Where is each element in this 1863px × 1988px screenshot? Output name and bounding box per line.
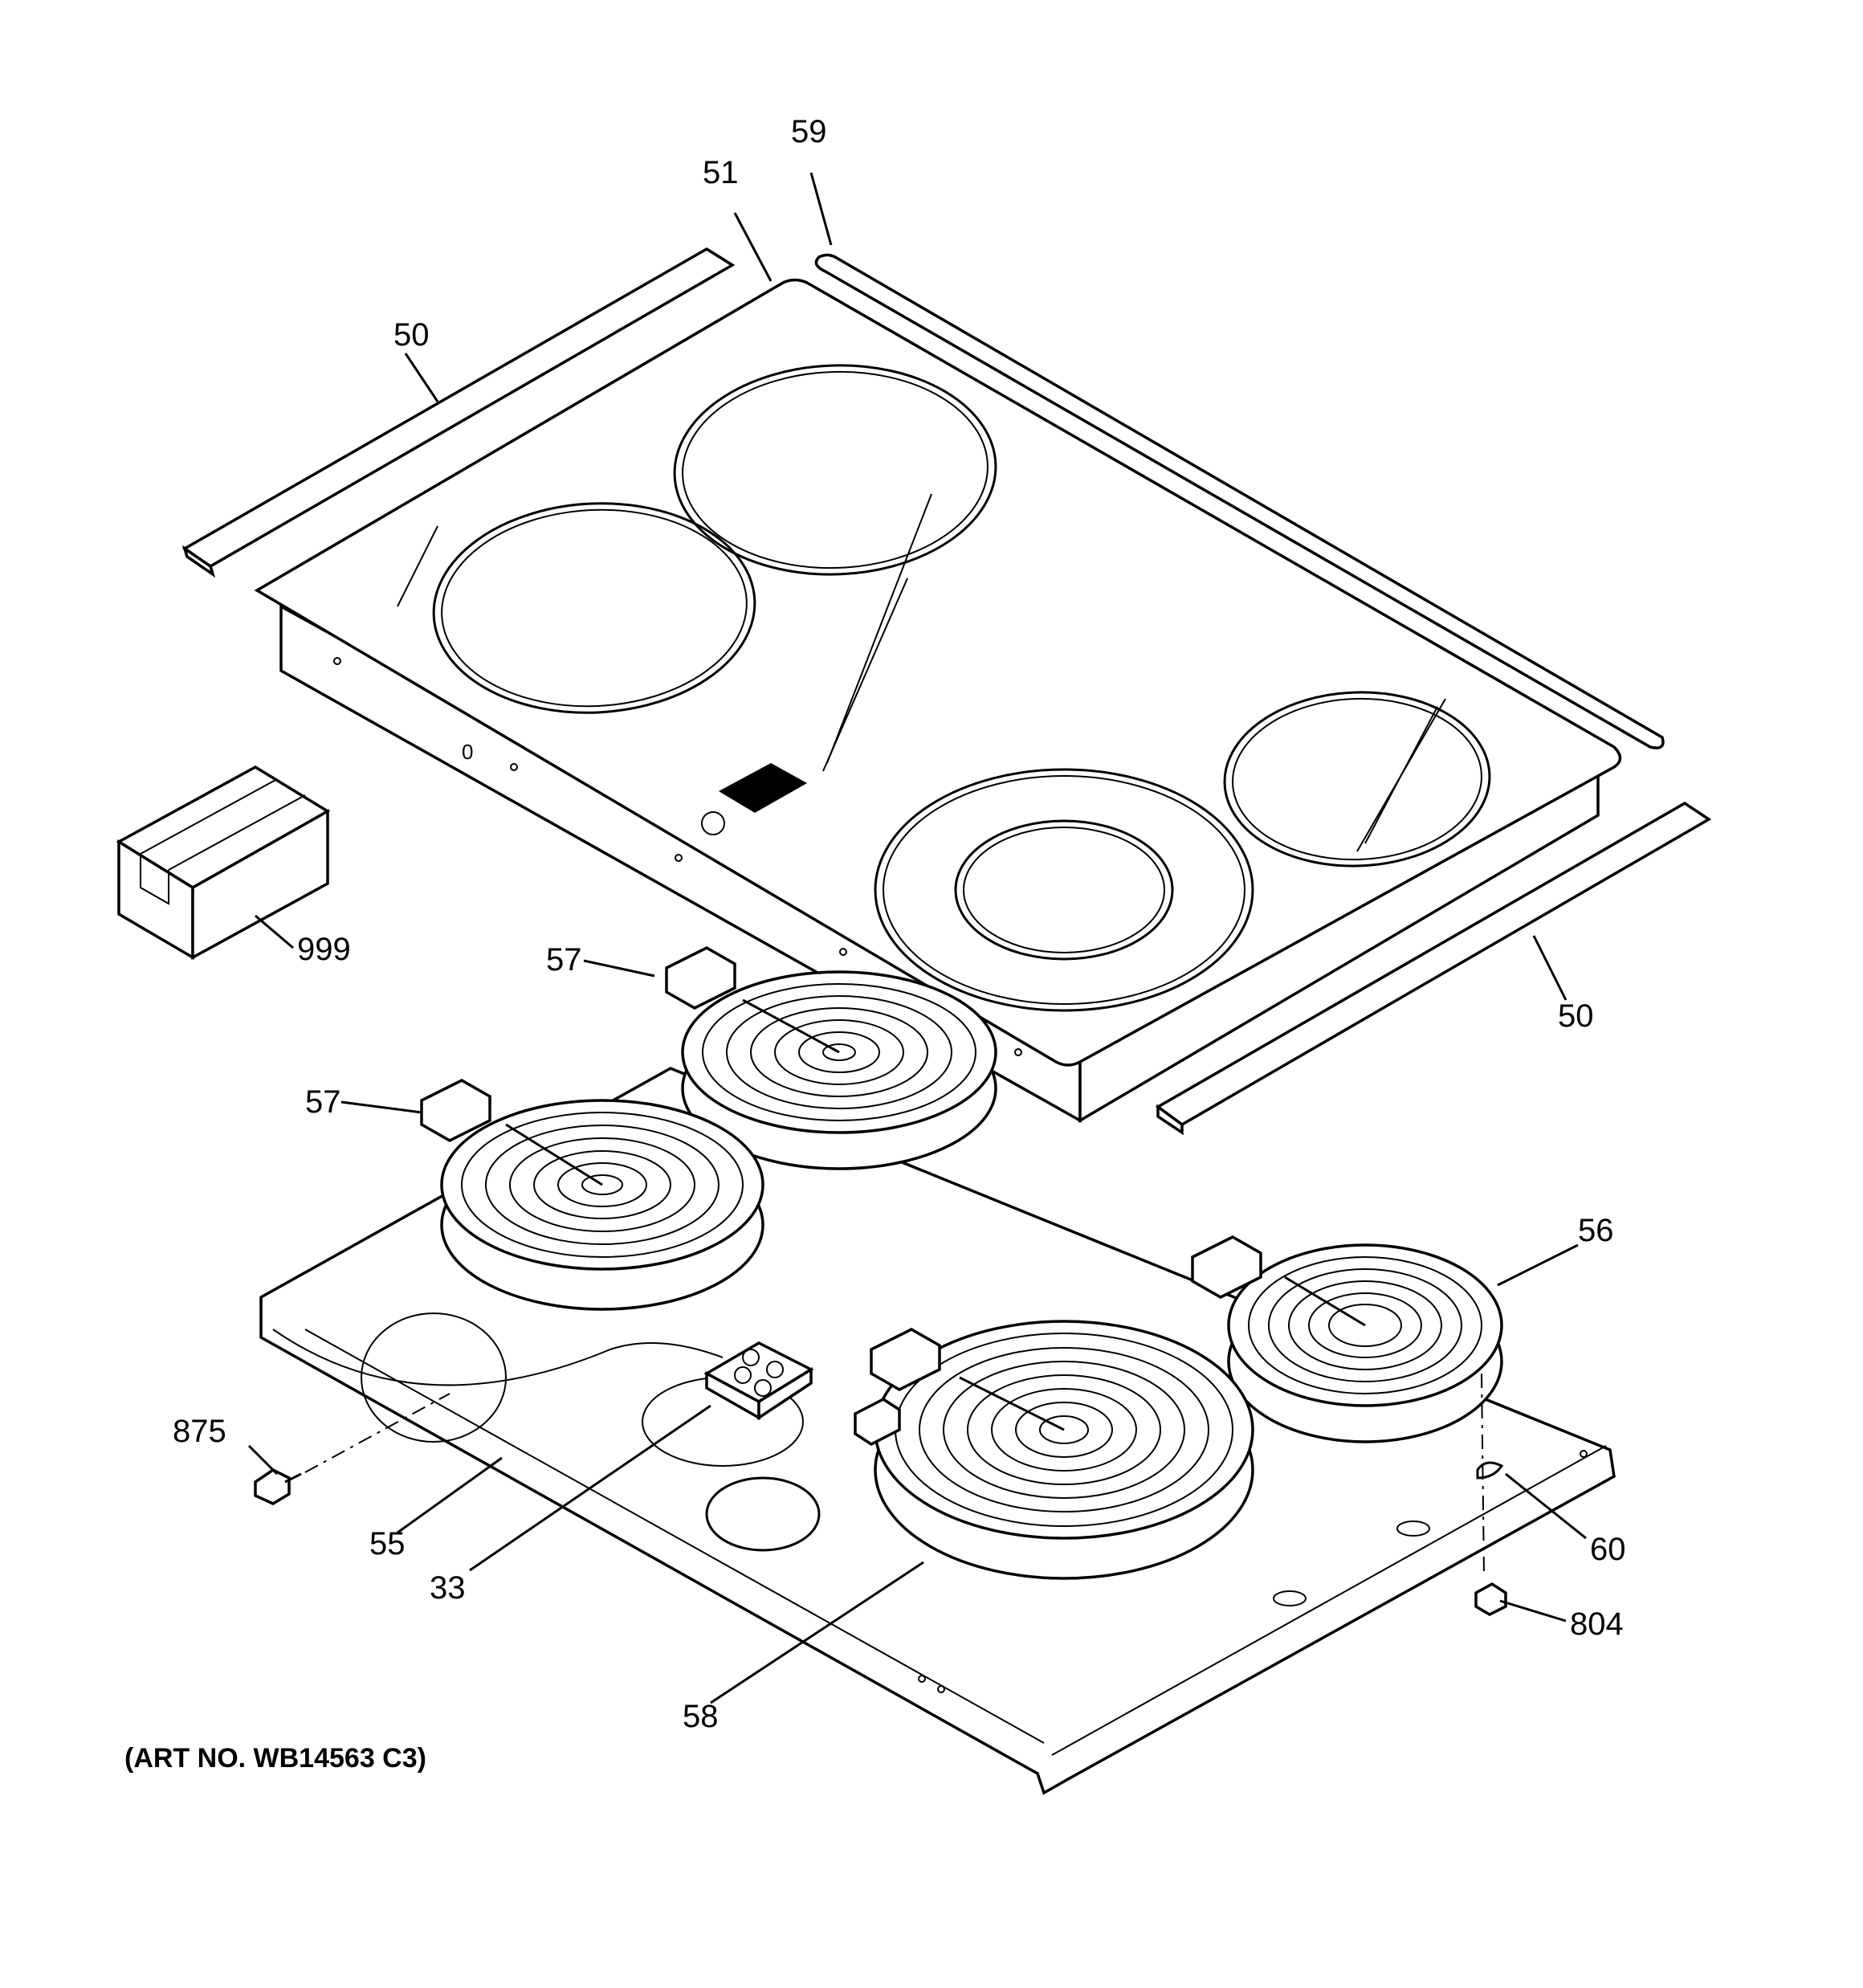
callout-50-top-left: 50 — [393, 317, 430, 353]
callout-59: 59 — [791, 114, 827, 149]
trim-strip-right — [1155, 801, 1712, 1136]
callout-56: 56 — [1578, 1213, 1614, 1248]
leader-lines — [247, 172, 1587, 1704]
callout-999: 999 — [297, 932, 351, 967]
screw-left-centerline — [304, 1393, 450, 1473]
callout-57-front: 57 — [305, 1084, 341, 1120]
screw-right — [1474, 1582, 1507, 1616]
callout-33: 33 — [430, 1570, 466, 1606]
callout-58: 58 — [683, 1699, 719, 1734]
callout-55: 55 — [369, 1526, 406, 1561]
callout-60: 60 — [1590, 1532, 1626, 1567]
radiant-element-front-left — [420, 1079, 764, 1311]
callout-51: 51 — [703, 155, 739, 190]
trim-strip-rear — [814, 253, 1665, 749]
svg-text:0: 0 — [462, 740, 473, 764]
callout-804: 804 — [1570, 1606, 1624, 1642]
trim-strip-left — [181, 247, 736, 578]
radiant-element-rear-left — [665, 946, 997, 1170]
callout-875: 875 — [173, 1414, 226, 1449]
radiant-element-right — [1191, 1235, 1503, 1443]
literature-box — [116, 765, 331, 961]
callout-57-rear: 57 — [546, 942, 582, 978]
callout-50-bottom-right: 50 — [1558, 998, 1594, 1034]
screw-right-centerline — [1481, 1373, 1485, 1575]
screw-left — [254, 1468, 302, 1505]
radiant-element-large — [854, 1320, 1254, 1580]
art-number-caption: (ART NO. WB14563 C3) — [124, 1743, 426, 1774]
